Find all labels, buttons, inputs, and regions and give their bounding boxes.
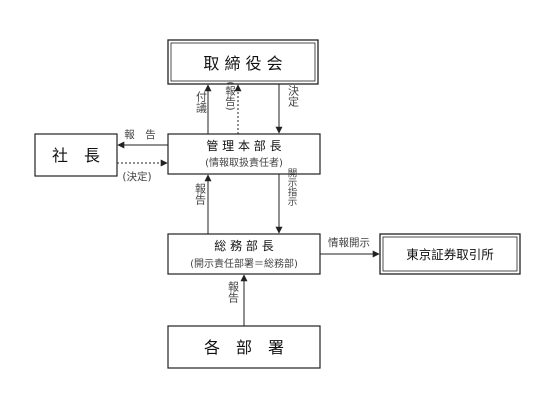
disclosure-label: 情報開示 (328, 236, 370, 249)
departments-node: 各 部 署 (167, 325, 321, 369)
president-node: 社 長 (34, 133, 118, 177)
departments-label: 各 部 署 (204, 338, 284, 357)
tse-node: 東京証券取引所 (379, 233, 521, 275)
report-from-departments-label: 報告 (227, 281, 240, 304)
president-label: 社 長 (52, 146, 100, 165)
decision-from-president-label: (決定) (122, 170, 151, 183)
refer-label: 付議 (195, 91, 208, 113)
decision-label: 決定 (287, 85, 300, 108)
disclosure-instruction-label: 開示指示 (286, 168, 298, 206)
board-label: 取 締 役 会 (203, 54, 282, 73)
general-affairs-node: 総 務 部 長 (開示責任部署＝総務部) (167, 233, 321, 275)
general-affairs-sublabel: (開示責任部署＝総務部) (190, 257, 298, 270)
report-to-board-label: (報告) (224, 81, 236, 110)
board-node: 取 締 役 会 (167, 39, 319, 85)
report-to-president-label: 報 告 (124, 128, 156, 141)
management-label: 管 理 本 部 長 (206, 138, 281, 153)
report-up-label: 報告 (194, 183, 207, 206)
management-sublabel: (情報取扱責任者) (205, 156, 283, 169)
management-node: 管 理 本 部 長 (情報取扱責任者) (167, 133, 321, 175)
tse-label: 東京証券取引所 (406, 247, 494, 262)
general-affairs-label: 総 務 部 長 (214, 238, 273, 253)
